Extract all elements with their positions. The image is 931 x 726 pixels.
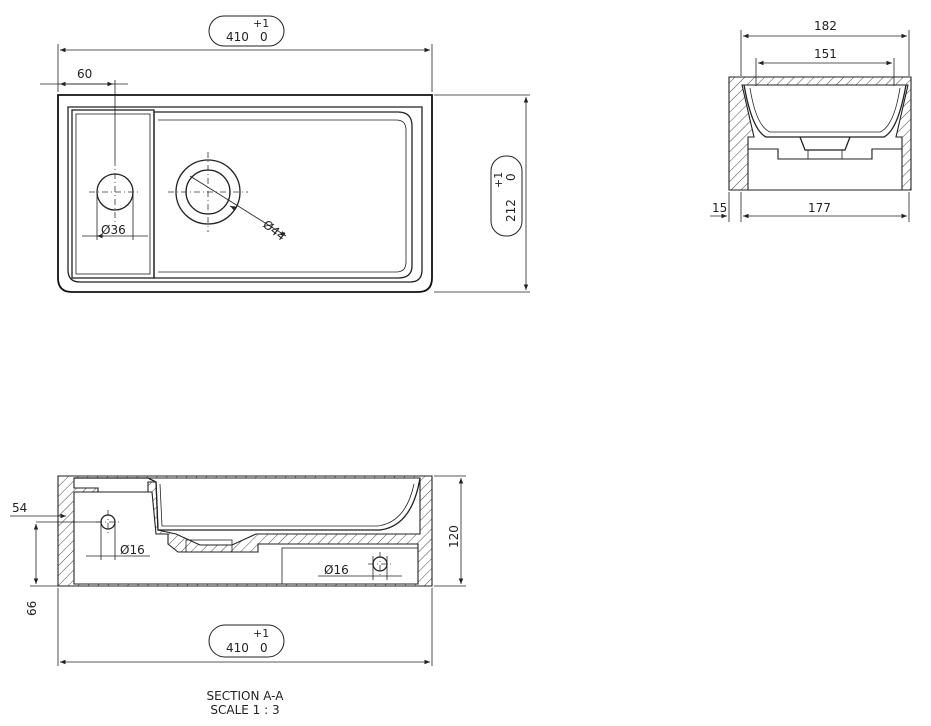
drain-outer [175, 159, 241, 225]
svg-text:+1: +1 [492, 172, 505, 188]
svg-text:212: 212 [504, 199, 518, 222]
basin-outline [57, 94, 433, 293]
inner-width-label: 151 [814, 47, 837, 61]
section-length-tol-box [208, 624, 285, 658]
tap-hole-label: Ø36 [101, 223, 126, 237]
svg-text:410: 410 [226, 641, 249, 655]
height-label: 120 [447, 525, 461, 548]
svg-text:0: 0 [504, 173, 518, 181]
hole-right-label: Ø16 [324, 563, 349, 577]
section-title: SECTION A-A [207, 689, 285, 703]
tap-deck [71, 109, 155, 279]
svg-text:0: 0 [260, 30, 268, 44]
svg-text:0: 0 [260, 641, 268, 655]
section-view: 54 Ø16 Ø16 66 120 +1 410 0 SECTION A-A S… [10, 475, 466, 717]
svg-text:+1: +1 [253, 17, 269, 30]
wall-label: 15 [712, 201, 727, 215]
svg-text:+1: +1 [253, 627, 269, 640]
top-view: Ø44 Ø36 +1 410 0 60 212 +1 0 [40, 15, 530, 293]
drain-hole-label: Ø44 [260, 217, 288, 243]
side-view: 182 151 15 177 [710, 19, 912, 222]
length-tol-box [208, 15, 285, 47]
width-tol-box [490, 155, 523, 237]
section-scale: SCALE 1 : 3 [210, 703, 279, 717]
outer-width-label: 182 [814, 19, 837, 33]
hole-left-label: Ø16 [120, 543, 145, 557]
base-label: 177 [808, 201, 831, 215]
lower-height-label: 66 [25, 601, 39, 616]
basin-rim [67, 106, 423, 283]
svg-text:410: 410 [226, 30, 249, 44]
offset-label: 54 [12, 501, 27, 515]
bowl-outline [153, 111, 413, 279]
tap-offset-label: 60 [77, 67, 92, 81]
